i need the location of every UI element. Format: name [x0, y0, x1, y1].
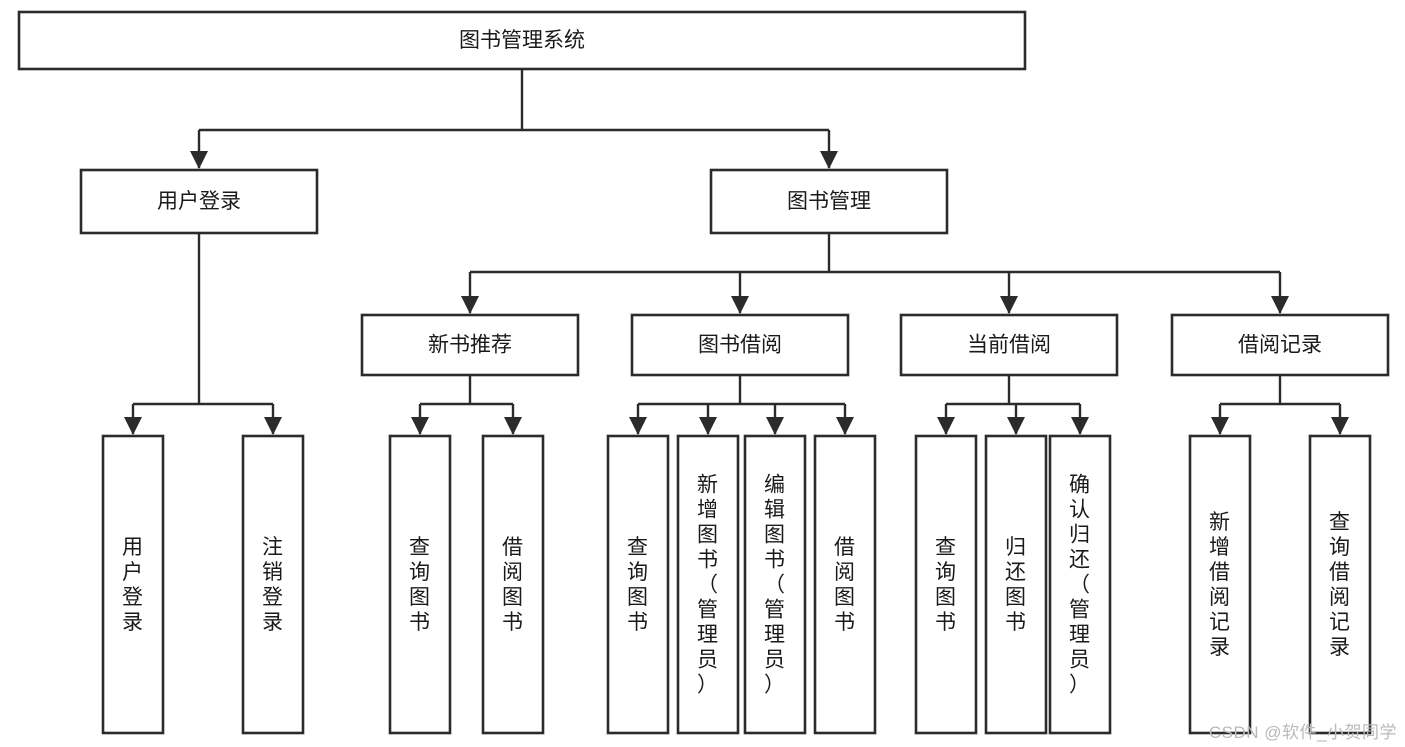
node-box: [914, 434, 978, 735]
node-leaf-2[interactable]: 查询图书: [388, 434, 452, 735]
node-box: [1308, 434, 1372, 735]
node-box: [606, 434, 670, 735]
node-leaf-10[interactable]: 确认归还（管理员）: [1048, 434, 1112, 735]
node-l3-0[interactable]: 新书推荐: [360, 313, 580, 377]
node-leaf-7[interactable]: 借阅图书: [813, 434, 877, 735]
node-label: 编辑图书（管理员）: [764, 473, 786, 696]
node-box: [813, 434, 877, 735]
node-label: 查询图书: [627, 536, 649, 634]
node-box: [79, 168, 319, 235]
node-box: [1188, 434, 1252, 735]
node-label: 用户登录: [157, 190, 241, 213]
node-label: 注销登录: [262, 536, 284, 634]
node-leaf-1[interactable]: 注销登录: [241, 434, 305, 735]
node-l2-1[interactable]: 图书管理: [709, 168, 949, 235]
node-box: [676, 434, 740, 735]
arrow-head-icon: [629, 417, 647, 435]
node-label: 新增借阅记录: [1209, 511, 1231, 659]
node-box: [481, 434, 545, 735]
arrow-head-icon: [836, 417, 854, 435]
node-box: [360, 313, 580, 377]
node-label: 图书管理: [787, 190, 871, 213]
arrow-head-icon: [820, 151, 838, 169]
node-leaf-0[interactable]: 用户登录: [101, 434, 165, 735]
node-label: 当前借阅: [967, 334, 1051, 357]
connector-layer: [124, 69, 1349, 435]
node-leaf-6[interactable]: 编辑图书（管理员）: [743, 434, 807, 735]
node-leaf-11[interactable]: 新增借阅记录: [1188, 434, 1252, 735]
arrow-head-icon: [461, 296, 479, 314]
node-l3-1[interactable]: 图书借阅: [630, 313, 850, 377]
node-leaf-9[interactable]: 归还图书: [984, 434, 1048, 735]
arrow-head-icon: [190, 151, 208, 169]
node-box: [899, 313, 1119, 377]
arrow-head-icon: [124, 417, 142, 435]
arrow-head-icon: [699, 417, 717, 435]
node-l3-2[interactable]: 当前借阅: [899, 313, 1119, 377]
node-leaf-8[interactable]: 查询图书: [914, 434, 978, 735]
arrow-head-icon: [1000, 296, 1018, 314]
arrow-head-icon: [504, 417, 522, 435]
node-label: 新增图书（管理员）: [697, 473, 719, 696]
node-layer: 图书管理系统用户登录图书管理新书推荐图书借阅当前借阅借阅记录用户登录注销登录查询…: [17, 10, 1390, 735]
arrow-head-icon: [1007, 417, 1025, 435]
node-box: [743, 434, 807, 735]
node-box: [388, 434, 452, 735]
node-label: 查询图书: [409, 536, 431, 634]
node-l3-3[interactable]: 借阅记录: [1170, 313, 1390, 377]
node-box: [101, 434, 165, 735]
node-l2-0[interactable]: 用户登录: [79, 168, 319, 235]
node-label: 查询图书: [935, 536, 957, 634]
node-label: 借阅图书: [834, 536, 856, 634]
node-label: 用户登录: [122, 536, 144, 634]
node-box: [241, 434, 305, 735]
node-box: [1048, 434, 1112, 735]
node-leaf-4[interactable]: 查询图书: [606, 434, 670, 735]
arrow-head-icon: [1211, 417, 1229, 435]
node-label: 确认归还（管理员）: [1069, 473, 1091, 696]
node-leaf-12[interactable]: 查询借阅记录: [1308, 434, 1372, 735]
node-label: 图书管理系统: [459, 29, 585, 52]
arrow-head-icon: [766, 417, 784, 435]
arrow-head-icon: [411, 417, 429, 435]
node-label: 借阅图书: [502, 536, 524, 634]
arrow-head-icon: [937, 417, 955, 435]
node-box: [709, 168, 949, 235]
node-box: [984, 434, 1048, 735]
node-leaf-5[interactable]: 新增图书（管理员）: [676, 434, 740, 735]
arrow-head-icon: [731, 296, 749, 314]
arrow-head-icon: [264, 417, 282, 435]
arrow-head-icon: [1331, 417, 1349, 435]
node-label: 图书借阅: [698, 334, 782, 357]
node-label: 查询借阅记录: [1329, 511, 1351, 659]
arrow-head-icon: [1071, 417, 1089, 435]
node-root-0[interactable]: 图书管理系统: [17, 10, 1027, 71]
node-leaf-3[interactable]: 借阅图书: [481, 434, 545, 735]
node-box: [17, 10, 1027, 71]
node-label: 借阅记录: [1238, 334, 1322, 357]
node-label: 新书推荐: [428, 334, 512, 357]
arrow-head-icon: [1271, 296, 1289, 314]
node-box: [1170, 313, 1390, 377]
node-box: [630, 313, 850, 377]
node-label: 归还图书: [1005, 536, 1027, 634]
